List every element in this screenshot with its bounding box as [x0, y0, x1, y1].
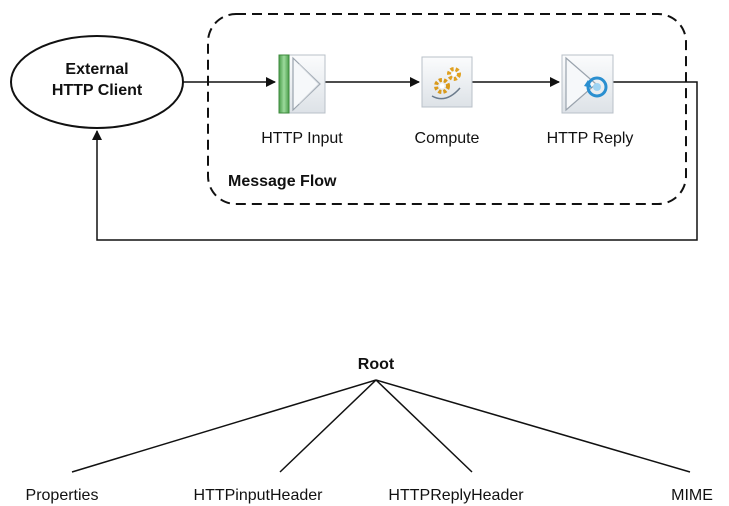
tree-edge-httpinputheader: [279, 379, 377, 473]
message-flow-boundary: [207, 13, 687, 205]
client-label-line1: External: [65, 61, 128, 78]
http-input-node-icon: [278, 54, 326, 114]
tree-child-httpreplyheader: HTTPReplyHeader: [388, 487, 524, 504]
tree-edge-mime: [375, 379, 691, 473]
tree-root-label: Root: [358, 356, 395, 373]
http-input-node: HTTP Input: [261, 54, 343, 147]
compute-node: Compute: [415, 56, 480, 147]
http-input-label: HTTP Input: [261, 130, 343, 147]
client-label-line2: HTTP Client: [52, 82, 143, 99]
tree-child-properties: Properties: [26, 487, 99, 504]
compute-label: Compute: [415, 130, 480, 147]
http-reply-node: HTTP Reply: [547, 54, 634, 147]
tree-child-httpinputheader: HTTPinputHeader: [194, 487, 324, 504]
http-reply-label: HTTP Reply: [547, 130, 634, 147]
http-reply-node-icon: [561, 54, 614, 114]
tree-child-mime: MIME: [671, 487, 713, 504]
message-flow-label: Message Flow: [228, 173, 337, 190]
tree-edge-httpreplyheader: [375, 379, 473, 473]
external-http-client: External HTTP Client: [10, 35, 184, 129]
compute-gears-icon: [421, 56, 473, 108]
message-tree: Root Properties HTTPinputHeader HTTPRepl…: [26, 356, 713, 504]
reply-return-path: [92, 81, 698, 241]
tree-edge-properties: [71, 379, 377, 473]
